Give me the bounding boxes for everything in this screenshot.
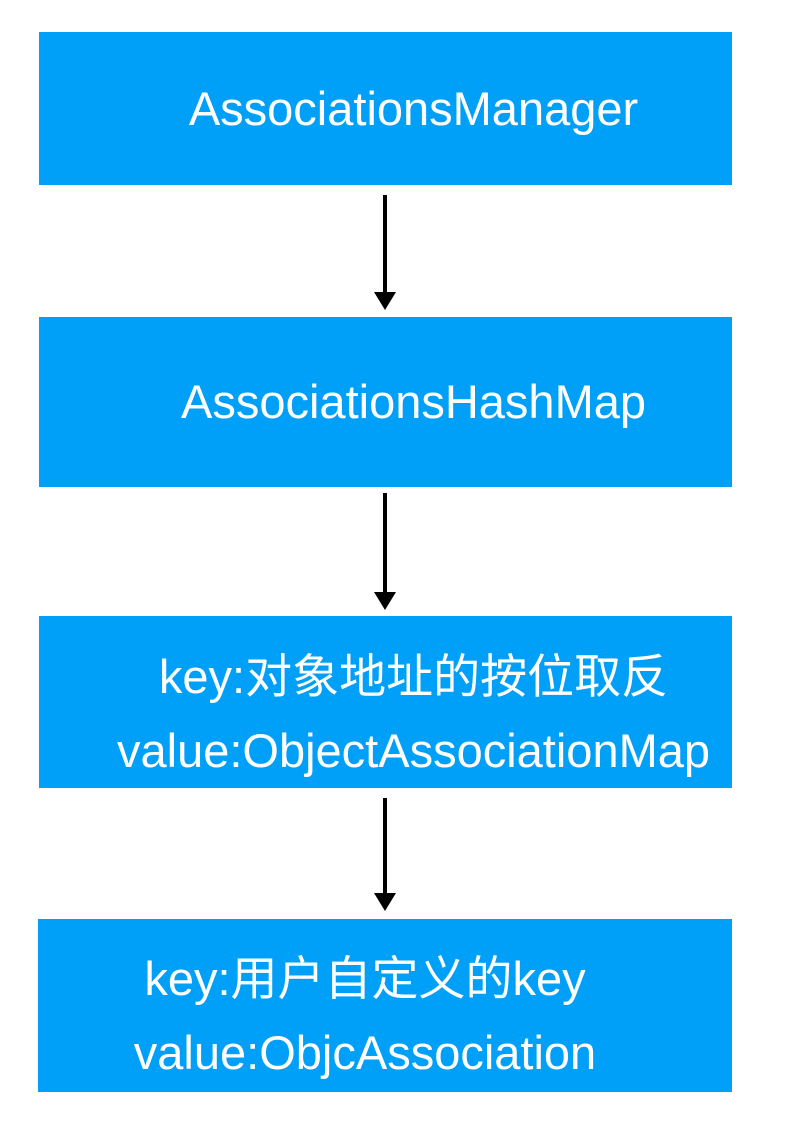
node-label: AssociationsHashMap <box>181 375 646 428</box>
node-label-key-line: key:对象地址的按位取反 <box>158 650 669 703</box>
connector-arrow-3 <box>374 798 396 911</box>
node-label-key-line: key:用户自定义的key <box>144 951 586 1005</box>
node-associations-hashmap: AssociationsHashMap <box>39 317 732 487</box>
node-label: AssociationsManager <box>188 81 639 135</box>
arrow-line <box>383 195 387 292</box>
node-label-block: key:用户自定义的key value:ObjcAssociation <box>134 942 596 1090</box>
node-associations-manager: AssociationsManager <box>39 32 732 185</box>
arrow-line <box>383 493 387 592</box>
node-label-block: AssociationsManager <box>189 72 638 146</box>
connector-arrow-1 <box>374 195 396 310</box>
arrow-down-icon <box>374 893 396 911</box>
arrow-down-icon <box>374 292 396 310</box>
arrow-down-icon <box>374 592 396 610</box>
arrow-line <box>383 798 387 893</box>
node-objc-association: key:用户自定义的key value:ObjcAssociation <box>38 919 732 1092</box>
node-label-block: AssociationsHashMap <box>181 365 646 439</box>
node-label-value-line: value:ObjcAssociation <box>133 1025 597 1079</box>
node-label-block: key:对象地址的按位取反 value:ObjectAssociationMap <box>117 640 710 788</box>
node-object-association-map: key:对象地址的按位取反 value:ObjectAssociationMap <box>39 616 732 788</box>
node-label-value-line: value:ObjectAssociationMap <box>116 724 711 777</box>
connector-arrow-2 <box>374 493 396 610</box>
